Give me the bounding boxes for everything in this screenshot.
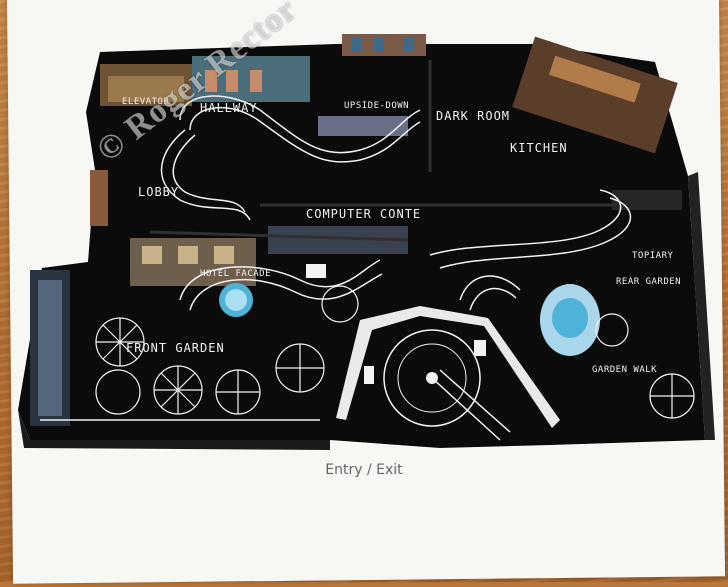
hallway-door-3	[250, 70, 262, 92]
label-dark-room: DARK ROOM	[436, 109, 510, 123]
entry-exit-caption: Entry / Exit	[325, 462, 403, 478]
label-topiary: TOPIARY	[632, 251, 674, 261]
entry-turntable-outer	[383, 329, 481, 427]
label-elevator: ELEVATOR	[122, 97, 169, 107]
white-block	[474, 340, 486, 356]
hallway-door-2	[226, 70, 238, 92]
label-hallway: HALLWAY	[200, 101, 258, 115]
model-right-edge	[688, 172, 715, 440]
rear-garden-wall	[612, 190, 682, 210]
kitchen-cabinet	[548, 55, 641, 103]
label-rear-garden: REAR GARDEN	[616, 277, 681, 287]
elevator-wall-inner	[108, 76, 184, 102]
upside-down-window-1	[352, 38, 362, 52]
label-computer-center: COMPUTER CONTE	[306, 207, 421, 221]
upside-down-window-2	[374, 38, 384, 52]
entry-turntable-inner	[397, 343, 467, 413]
model-side-shadow	[18, 410, 330, 450]
label-garden-walk: GARDEN WALK	[592, 365, 657, 375]
label-hotel-facade: HOTEL FACADE	[200, 269, 271, 279]
hotel-facade-window-3	[214, 246, 234, 264]
label-front-garden: FRONT GARDEN	[126, 341, 225, 355]
left-outer-wall-paint	[38, 280, 62, 416]
entry-room-walls	[336, 306, 560, 428]
white-block	[306, 264, 326, 278]
hallway-door-1	[205, 70, 217, 92]
lobby-wall	[90, 170, 108, 226]
hotel-facade-window	[142, 246, 162, 264]
garden-trees	[95, 285, 695, 419]
white-block	[364, 366, 374, 384]
label-kitchen: KITCHEN	[510, 141, 568, 155]
upside-down-window-3	[404, 38, 414, 52]
hotel-facade-window-2	[178, 246, 198, 264]
label-lobby: LOBBY	[138, 185, 179, 199]
mid-scene-wall	[318, 116, 408, 136]
label-upside-down: UPSIDE-DOWN	[344, 101, 409, 111]
ride-track	[40, 95, 632, 421]
